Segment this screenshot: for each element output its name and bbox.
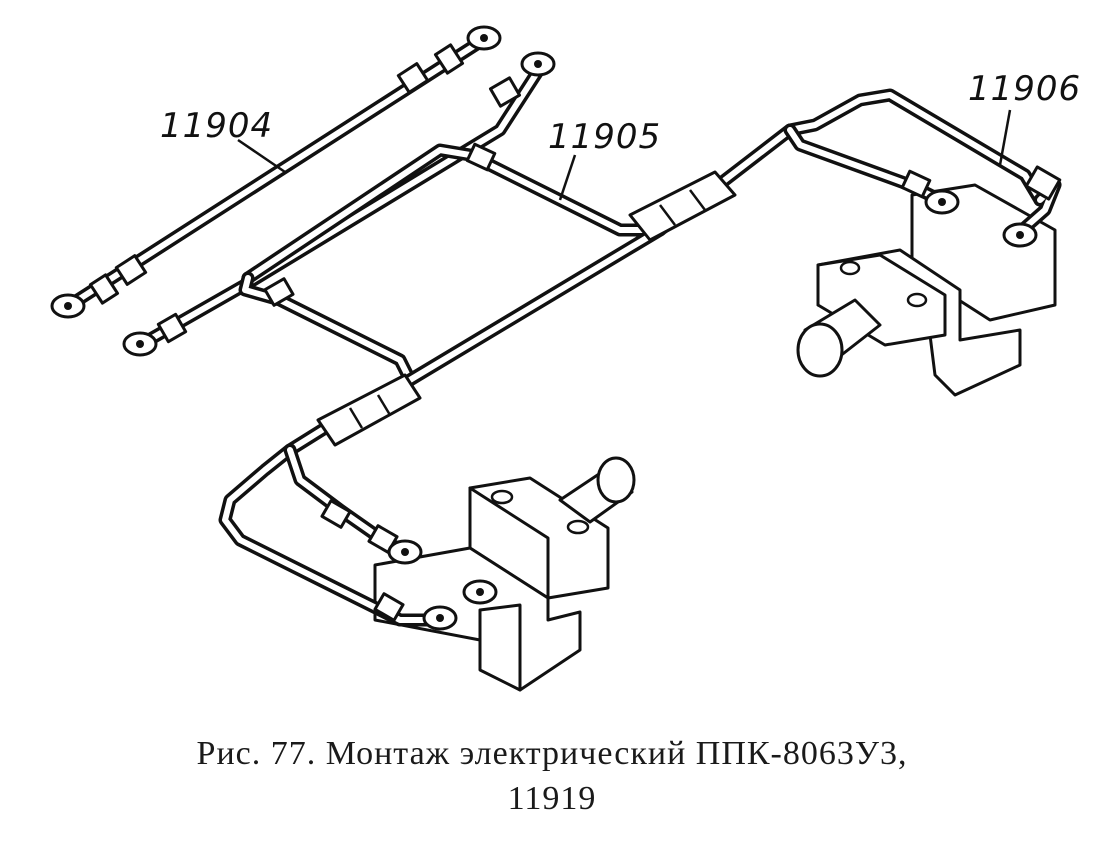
right-mounting-block bbox=[796, 183, 1057, 397]
wire-11906 bbox=[1002, 165, 1062, 248]
label-11905: 11905 bbox=[548, 117, 661, 157]
connector-sleeve-lower bbox=[316, 373, 422, 447]
label-11906: 11906 bbox=[968, 69, 1081, 109]
connector-sleeve-upper bbox=[628, 170, 737, 242]
figure-caption-number: 11919 bbox=[507, 780, 597, 817]
label-11904: 11904 bbox=[160, 106, 273, 146]
wire-11905 bbox=[122, 51, 1047, 631]
leader-lines bbox=[237, 109, 1012, 201]
figure-caption: Рис. 77. Монтаж электрический ППК-8063У3… bbox=[196, 735, 908, 772]
lower-mounting-block bbox=[373, 456, 636, 692]
wire-11904 bbox=[50, 25, 502, 319]
